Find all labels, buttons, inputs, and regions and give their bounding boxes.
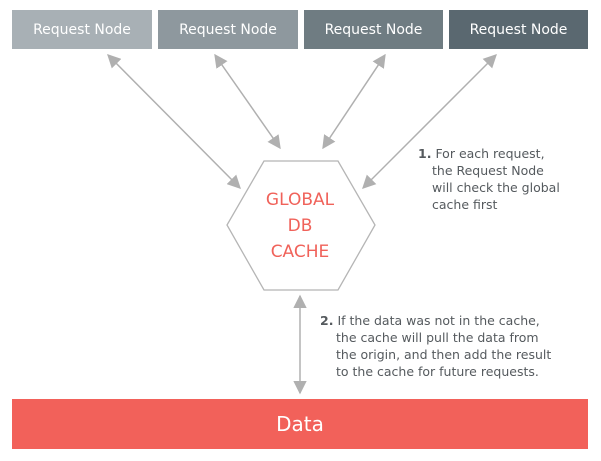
cache-label: GLOBAL DB CACHE [237, 187, 363, 265]
note2-line-3: the origin, and then add the result [336, 347, 552, 362]
note2-number: 2. [320, 313, 334, 328]
note1-line-4: cache first [432, 197, 498, 212]
note2-text-1: If the data was not in the cache, [337, 313, 540, 328]
data-store-label: Data [276, 412, 324, 436]
note2-line-1: 2. If the data was not in the cache, [320, 312, 551, 329]
note2-line-4: to the cache for future requests. [336, 364, 539, 379]
request-node-4: Request Node [449, 10, 588, 49]
request-node-2: Request Node [158, 10, 298, 49]
arrow-node-3-to-cache [322, 53, 386, 150]
note-check-cache: 1. For each request, the Request Node wi… [418, 145, 560, 213]
note1-text-1: For each request, [435, 146, 545, 161]
cache-hexagon [226, 160, 376, 291]
cache-label-line-1: GLOBAL [265, 190, 335, 210]
note1-line-3: will check the global [432, 180, 560, 195]
data-store: Data [12, 399, 588, 449]
request-node-1: Request Node [12, 10, 152, 49]
note1-number: 1. [418, 146, 432, 161]
arrow-node-4-to-cache [362, 54, 497, 189]
note1-line-1: 1. For each request, [418, 145, 560, 162]
cache-label-line-3: CACHE [270, 242, 330, 262]
request-node-3: Request Node [304, 10, 443, 49]
note2-line-2: the cache will pull the data from [336, 330, 539, 345]
note-cache-miss: 2. If the data was not in the cache, the… [320, 312, 551, 380]
note1-line-2: the Request Node [432, 163, 544, 178]
arrow-node-2-to-cache [214, 53, 281, 150]
arrow-node-1-to-cache [107, 54, 241, 189]
cache-label-line-2: DB [287, 216, 313, 236]
